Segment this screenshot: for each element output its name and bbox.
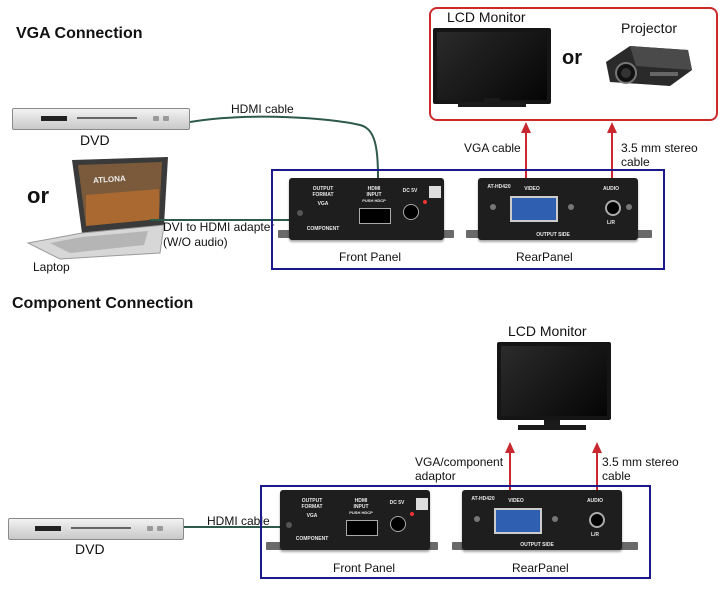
component-dvd-label: DVD <box>75 541 105 557</box>
component-lcd-stand <box>518 425 586 430</box>
vga-connection-title: VGA Connection <box>16 25 143 42</box>
dvd-player <box>12 108 190 130</box>
hdmi-cable <box>189 115 380 206</box>
component-hdmi-cable-label: HDMI cable <box>207 514 270 528</box>
component-stereo-label: 3.5 mm stereo <box>602 455 679 469</box>
dvi-adapter-note: (W/O audio) <box>163 235 228 249</box>
laptop-label: Laptop <box>33 260 70 274</box>
component-lcd-screen <box>497 342 611 420</box>
rear-panel-device: AT-HD420 VIDEO AUDIO L/R OUTPUT SIDE <box>478 178 638 240</box>
or-source-label: or <box>27 183 49 208</box>
laptop-icon <box>26 157 168 260</box>
display-group-box <box>429 7 718 121</box>
vga-device-panel-box <box>271 169 665 270</box>
dvi-adapter-label: DVI to HDMI adapter <box>163 220 275 234</box>
rear-panel-label: RearPanel <box>516 250 573 264</box>
lcd-monitor-neck <box>484 98 500 104</box>
component-stereo-label-2: cable <box>602 469 631 483</box>
vga-cable-label: VGA cable <box>464 141 521 155</box>
stereo-cable-label-2: cable <box>621 155 650 169</box>
lcd-monitor-label: LCD Monitor <box>447 9 526 25</box>
stereo-cable-label: 3.5 mm stereo <box>621 141 698 155</box>
component-connection-title: Component Connection <box>12 295 194 312</box>
component-front-device: OUTPUT FORMAT VGA COMPONENT HDMI INPUT P… <box>280 490 430 550</box>
front-panel-label: Front Panel <box>339 250 402 264</box>
component-device-panel-box <box>260 485 651 579</box>
projector-label: Projector <box>621 20 678 36</box>
adaptor-label: VGA/component <box>415 455 504 469</box>
component-dvd-player <box>8 518 184 540</box>
hdmi-cable-label: HDMI cable <box>231 102 294 116</box>
component-rear-panel-label: RearPanel <box>512 561 569 575</box>
lcd-monitor-stand <box>458 102 526 107</box>
dvd-label: DVD <box>80 132 110 148</box>
or-display-label: or <box>562 47 582 69</box>
adaptor-label-2: adaptor <box>415 469 456 483</box>
component-front-panel-label: Front Panel <box>333 561 396 575</box>
component-lcd-label: LCD Monitor <box>508 323 587 339</box>
front-panel-device: OUTPUT FORMAT VGA COMPONENT HDMI INPUT P… <box>289 178 444 240</box>
component-rear-device: AT-HD420 VIDEO AUDIO L/R OUTPUT SIDE <box>462 490 622 550</box>
projector-icon <box>606 46 692 86</box>
component-lcd-neck <box>544 420 560 427</box>
